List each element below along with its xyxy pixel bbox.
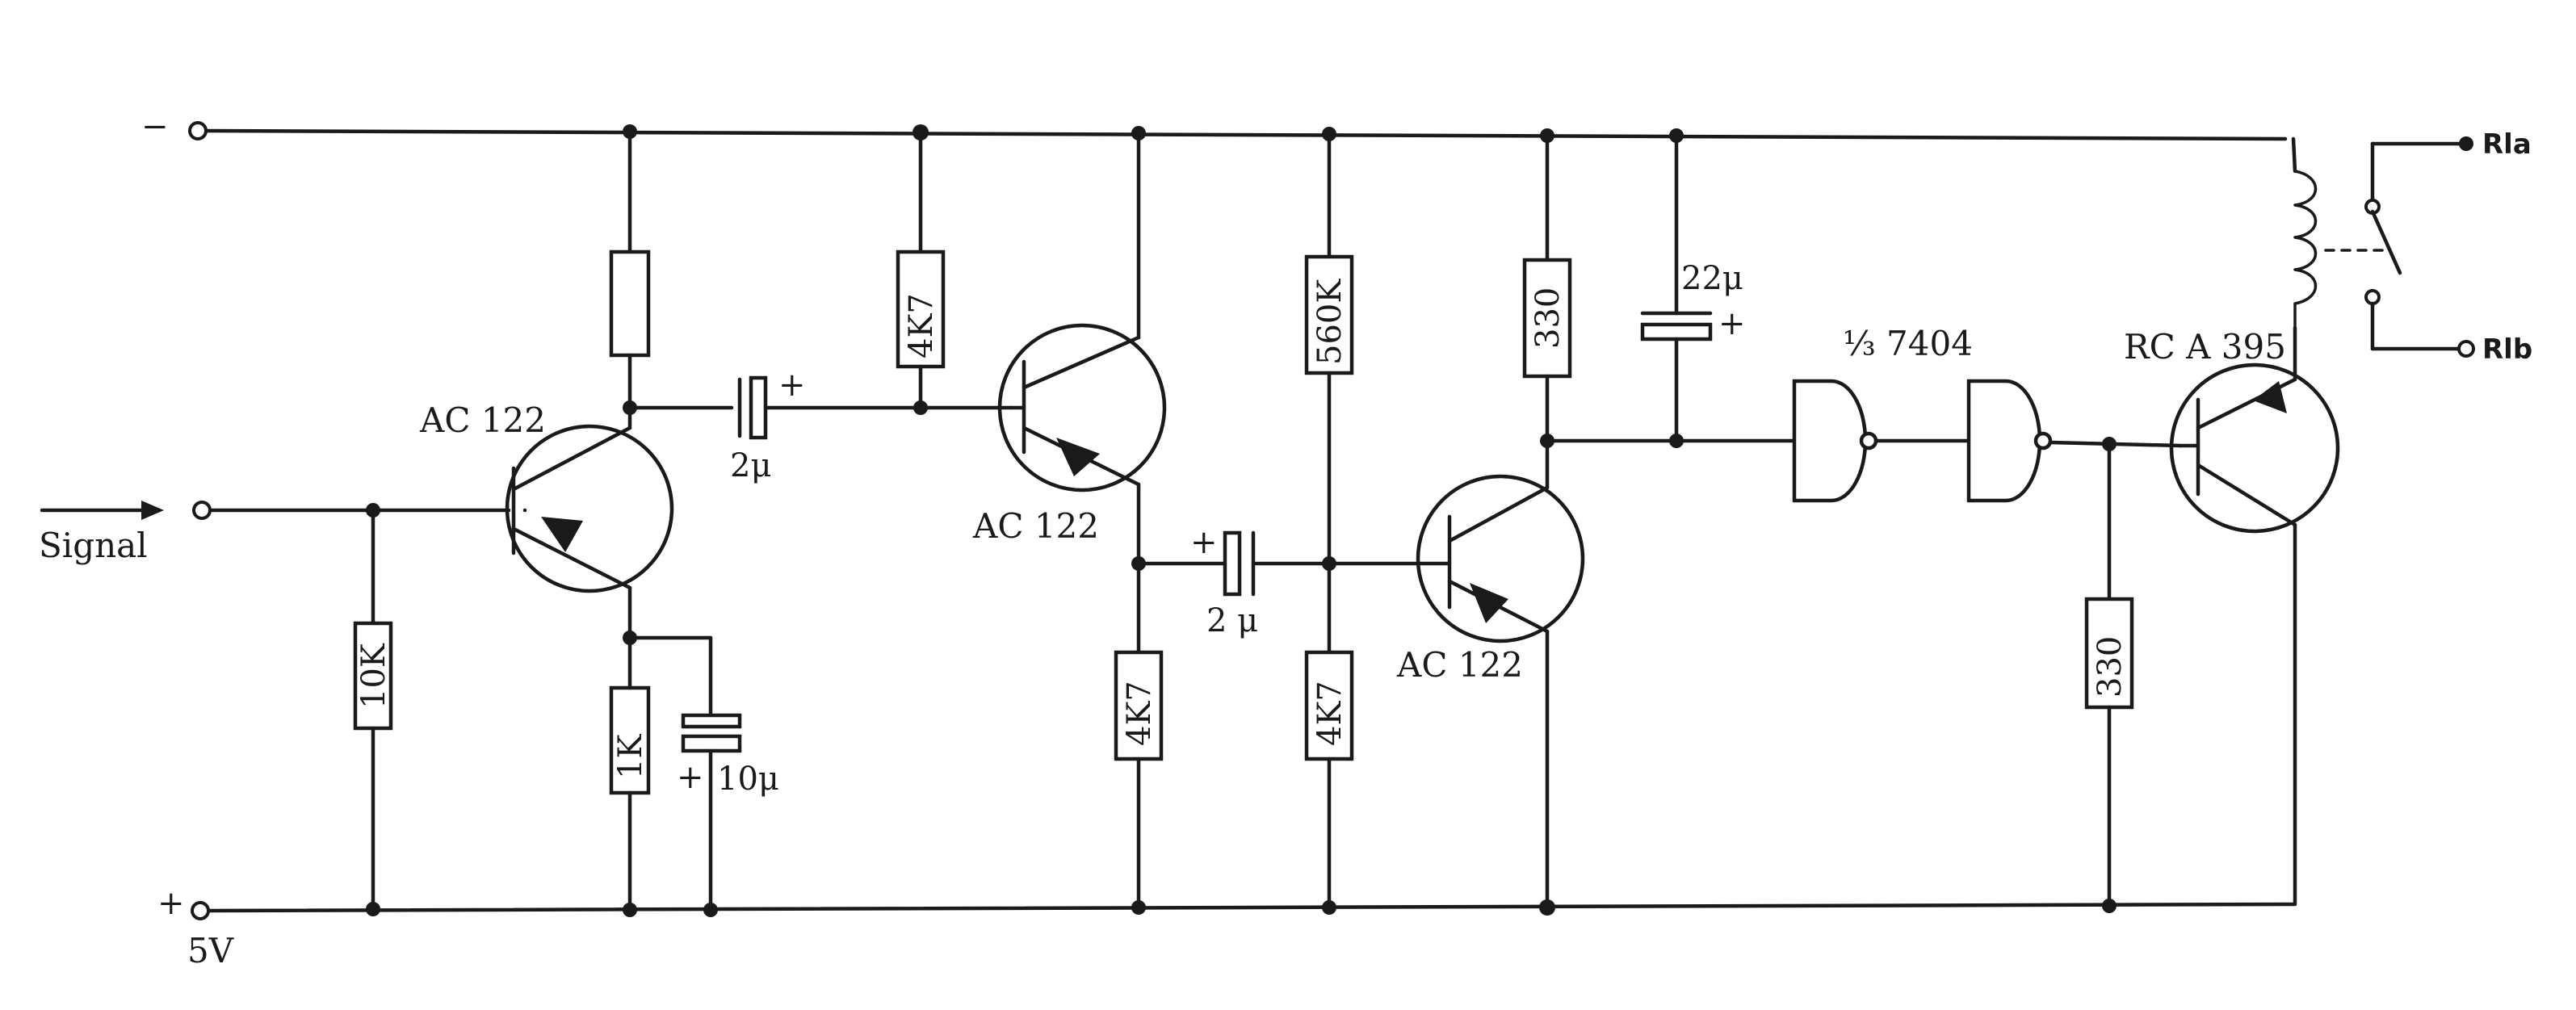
resistor-4k7-emitter-label: 4K7: [1121, 681, 1158, 746]
transistor-q3: [1416, 438, 1585, 910]
capacitor-2u-second-label: 2 μ: [1206, 602, 1258, 639]
inverter-gate-2: [1966, 379, 2053, 503]
positive-terminal: [191, 901, 210, 920]
q2-emitter-arrow-icon: [1056, 438, 1100, 476]
resistor-4k7-q3-label: 4K7: [1311, 681, 1349, 746]
capacitor-22u-polarity: +: [1718, 305, 1746, 342]
transistor-q4-label: RC A 395: [2124, 327, 2286, 367]
resistor-4k7-base-label: 4K7: [903, 293, 940, 358]
resistor-330-collector-label: 330: [1529, 287, 1567, 349]
positive-terminal-label: +: [157, 885, 185, 922]
capacitor-22u-label: 22μ: [1681, 260, 1743, 297]
relay-terminal-a: [2459, 136, 2473, 151]
capacitor-2u-second: [1223, 530, 1256, 597]
positive-rail: [201, 902, 2296, 913]
transistor-q2-label: AC 122: [972, 506, 1099, 546]
transistor-q1-label: AC 122: [419, 400, 546, 440]
signal-input: Signal: [39, 501, 511, 565]
capacitor-2u-first-polarity: +: [778, 367, 806, 404]
inverter-gate-1: [1792, 379, 1878, 503]
signal-terminal: [192, 501, 212, 520]
resistor-330-collector: 330: [1522, 133, 1572, 443]
transistor-q3-label: AC 122: [1396, 645, 1523, 685]
resistor-1k: 1K: [609, 635, 651, 912]
q3-emitter-arrow-icon: [1470, 583, 1508, 623]
resistor-4k7-base: 4K7: [896, 130, 946, 410]
resistor-10k-label: 10K: [355, 643, 392, 709]
resistor-10k: 10K: [353, 508, 393, 912]
supply-voltage-label: 5V: [187, 931, 234, 970]
capacitor-2u-second-polarity: +: [1190, 524, 1218, 561]
resistor-330-base-label: 330: [2091, 636, 2129, 698]
signal-label: Signal: [39, 526, 148, 565]
signal-arrow-icon: [141, 501, 164, 520]
resistor-1k-label: 1K: [612, 734, 649, 779]
relay-coil: [2291, 136, 2318, 329]
negative-terminal-label: −: [141, 108, 169, 145]
resistor-560k-label: 560K: [1311, 279, 1349, 365]
capacitor-10u-polarity: +: [677, 759, 704, 796]
q4-emitter-arrow-icon: [2253, 381, 2287, 413]
negative-terminal: [188, 121, 208, 140]
transistor-q2: [997, 131, 1167, 566]
relay-terminal-b: [2457, 340, 2475, 358]
transistor-q1: [505, 405, 674, 640]
relay-contacts: [2324, 141, 2465, 351]
resistor-4k7-q3: 4K7: [1304, 561, 1354, 910]
resistor-330-base: 330: [2084, 442, 2134, 908]
relay-terminal-a-label: Rla: [2482, 128, 2532, 161]
resistor-q1-collector: [609, 129, 651, 410]
negative-rail: [198, 128, 2288, 141]
q1-emitter-arrow-icon: [541, 517, 583, 552]
transistor-q4: [2169, 325, 2340, 907]
capacitor-22u: [1640, 133, 1713, 443]
capacitor-10u: [681, 713, 742, 912]
resistor-4k7-emitter: 4K7: [1114, 561, 1164, 910]
capacitor-2u-first-label: 2μ: [730, 447, 771, 484]
resistor-560k: 560K: [1304, 132, 1354, 566]
inverter-label: ⅓ 7404: [1843, 324, 1973, 363]
capacitor-2u-first: [737, 375, 768, 440]
capacitor-10u-label: 10μ: [717, 761, 779, 798]
relay-terminal-b-label: Rlb: [2482, 333, 2532, 366]
